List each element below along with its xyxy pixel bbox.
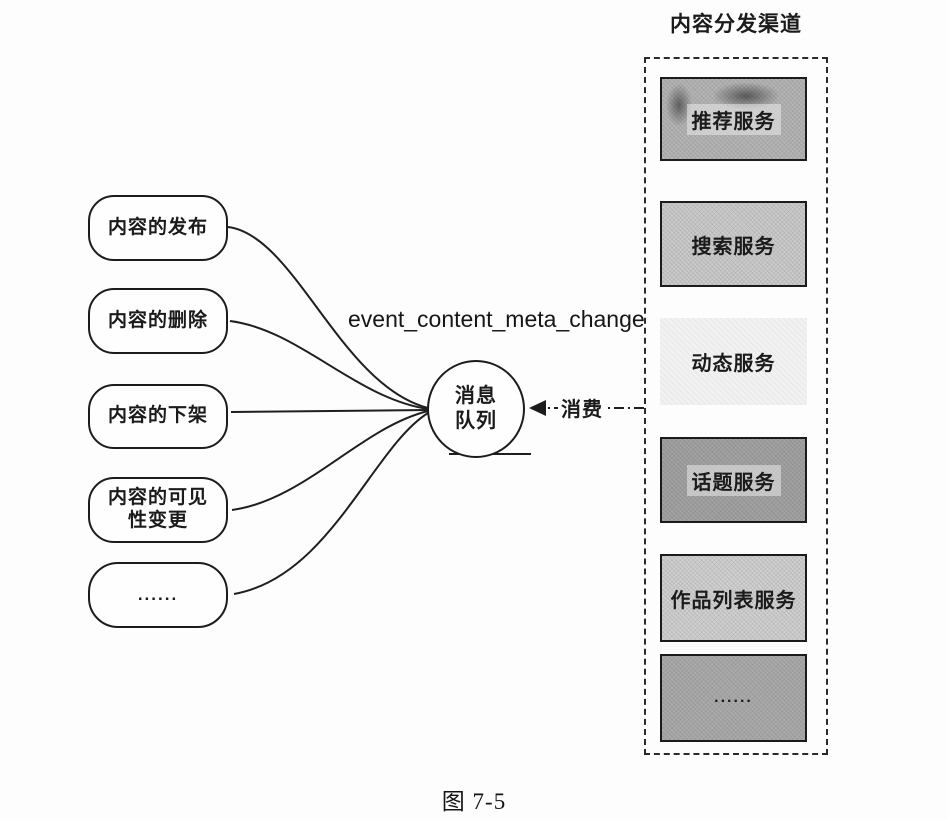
source-node-label: 内容的发布 (107, 216, 208, 238)
wire-ellipsis-to-queue (233, 412, 429, 595)
message-queue-node: 消息 队列 (427, 360, 525, 458)
channel-node-search: 搜索服务 (660, 201, 807, 287)
source-node-label: ...... (137, 584, 179, 604)
channel-node-label: 话题服务 (686, 464, 781, 496)
event-name-label: event_content_meta_change (348, 306, 645, 332)
channel-node-label: 推荐服务 (686, 103, 781, 135)
source-node-label: 内容的删除 (107, 309, 208, 331)
source-node-unpublish: 内容的下架 (88, 384, 228, 449)
source-node-label: 内容的可见性变更 (107, 487, 208, 531)
figure-caption: 图 7-5 (441, 789, 507, 814)
wire-visibility-to-queue (231, 410, 429, 511)
source-node-visibility-change: 内容的可见性变更 (88, 477, 228, 543)
source-node-delete: 内容的删除 (88, 288, 228, 354)
message-queue-label-line1: 消息 (455, 385, 497, 407)
channel-node-label: ...... (714, 689, 753, 706)
source-node-ellipsis: ...... (88, 562, 228, 628)
wire-unpublish-to-queue (230, 409, 429, 413)
consume-arrowhead (529, 400, 546, 416)
source-node-publish: 内容的发布 (88, 195, 228, 261)
message-queue-label-line2: 队列 (455, 410, 497, 432)
channel-node-label: 搜索服务 (691, 235, 776, 258)
wire-delete-to-queue (229, 320, 429, 410)
channel-node-label: 作品列表服务 (670, 589, 797, 612)
channel-node-recommendation: 推荐服务 (660, 77, 807, 161)
source-node-label: 内容的下架 (107, 405, 208, 427)
channels-group-box: 推荐服务 搜索服务 动态服务 话题服务 作品列表服务 ...... (644, 57, 828, 755)
channel-node-label: 动态服务 (691, 353, 776, 375)
channel-node-feed: 动态服务 (660, 318, 807, 405)
channel-node-ellipsis: ...... (660, 654, 807, 742)
wire-publish-to-queue (227, 226, 429, 409)
channel-node-topic: 话题服务 (660, 437, 807, 523)
channels-group-title: 内容分发渠道 (670, 13, 802, 36)
channel-node-works-list: 作品列表服务 (660, 554, 807, 642)
consume-arrow-label: 消费 (558, 393, 606, 422)
